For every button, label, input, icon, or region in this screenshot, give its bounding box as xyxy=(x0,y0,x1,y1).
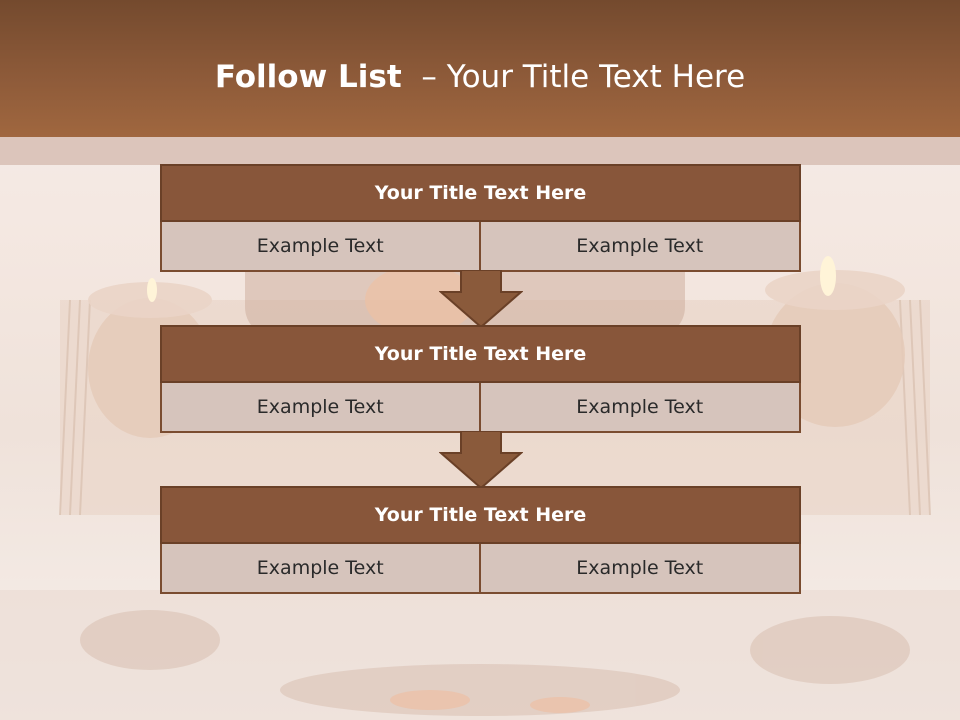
block-cell-left: Example Text xyxy=(160,222,481,272)
block-cell-right: Example Text xyxy=(480,222,801,272)
block-cell-right: Example Text xyxy=(480,544,801,594)
block-cell-left: Example Text xyxy=(160,544,481,594)
list-block-3: Your Title Text Here Example Text Exampl… xyxy=(160,486,801,594)
slide-title-rest: – Your Title Text Here xyxy=(421,59,746,95)
title-bar xyxy=(0,0,960,137)
block-title: Your Title Text Here xyxy=(160,325,801,383)
block-cell-left: Example Text xyxy=(160,383,481,433)
title-bar-band xyxy=(0,137,960,165)
block-title: Your Title Text Here xyxy=(160,486,801,544)
block-row: Example Text Example Text xyxy=(160,544,801,594)
block-row: Example Text Example Text xyxy=(160,222,801,272)
slide-title: Follow List – Your Title Text Here xyxy=(0,55,960,99)
block-cell-right: Example Text xyxy=(480,383,801,433)
down-arrow-icon xyxy=(439,270,523,328)
down-arrow-icon xyxy=(439,431,523,489)
list-block-1: Your Title Text Here Example Text Exampl… xyxy=(160,164,801,272)
list-block-2: Your Title Text Here Example Text Exampl… xyxy=(160,325,801,433)
slide-title-bold: Follow List xyxy=(214,59,402,95)
block-row: Example Text Example Text xyxy=(160,383,801,433)
block-title: Your Title Text Here xyxy=(160,164,801,222)
